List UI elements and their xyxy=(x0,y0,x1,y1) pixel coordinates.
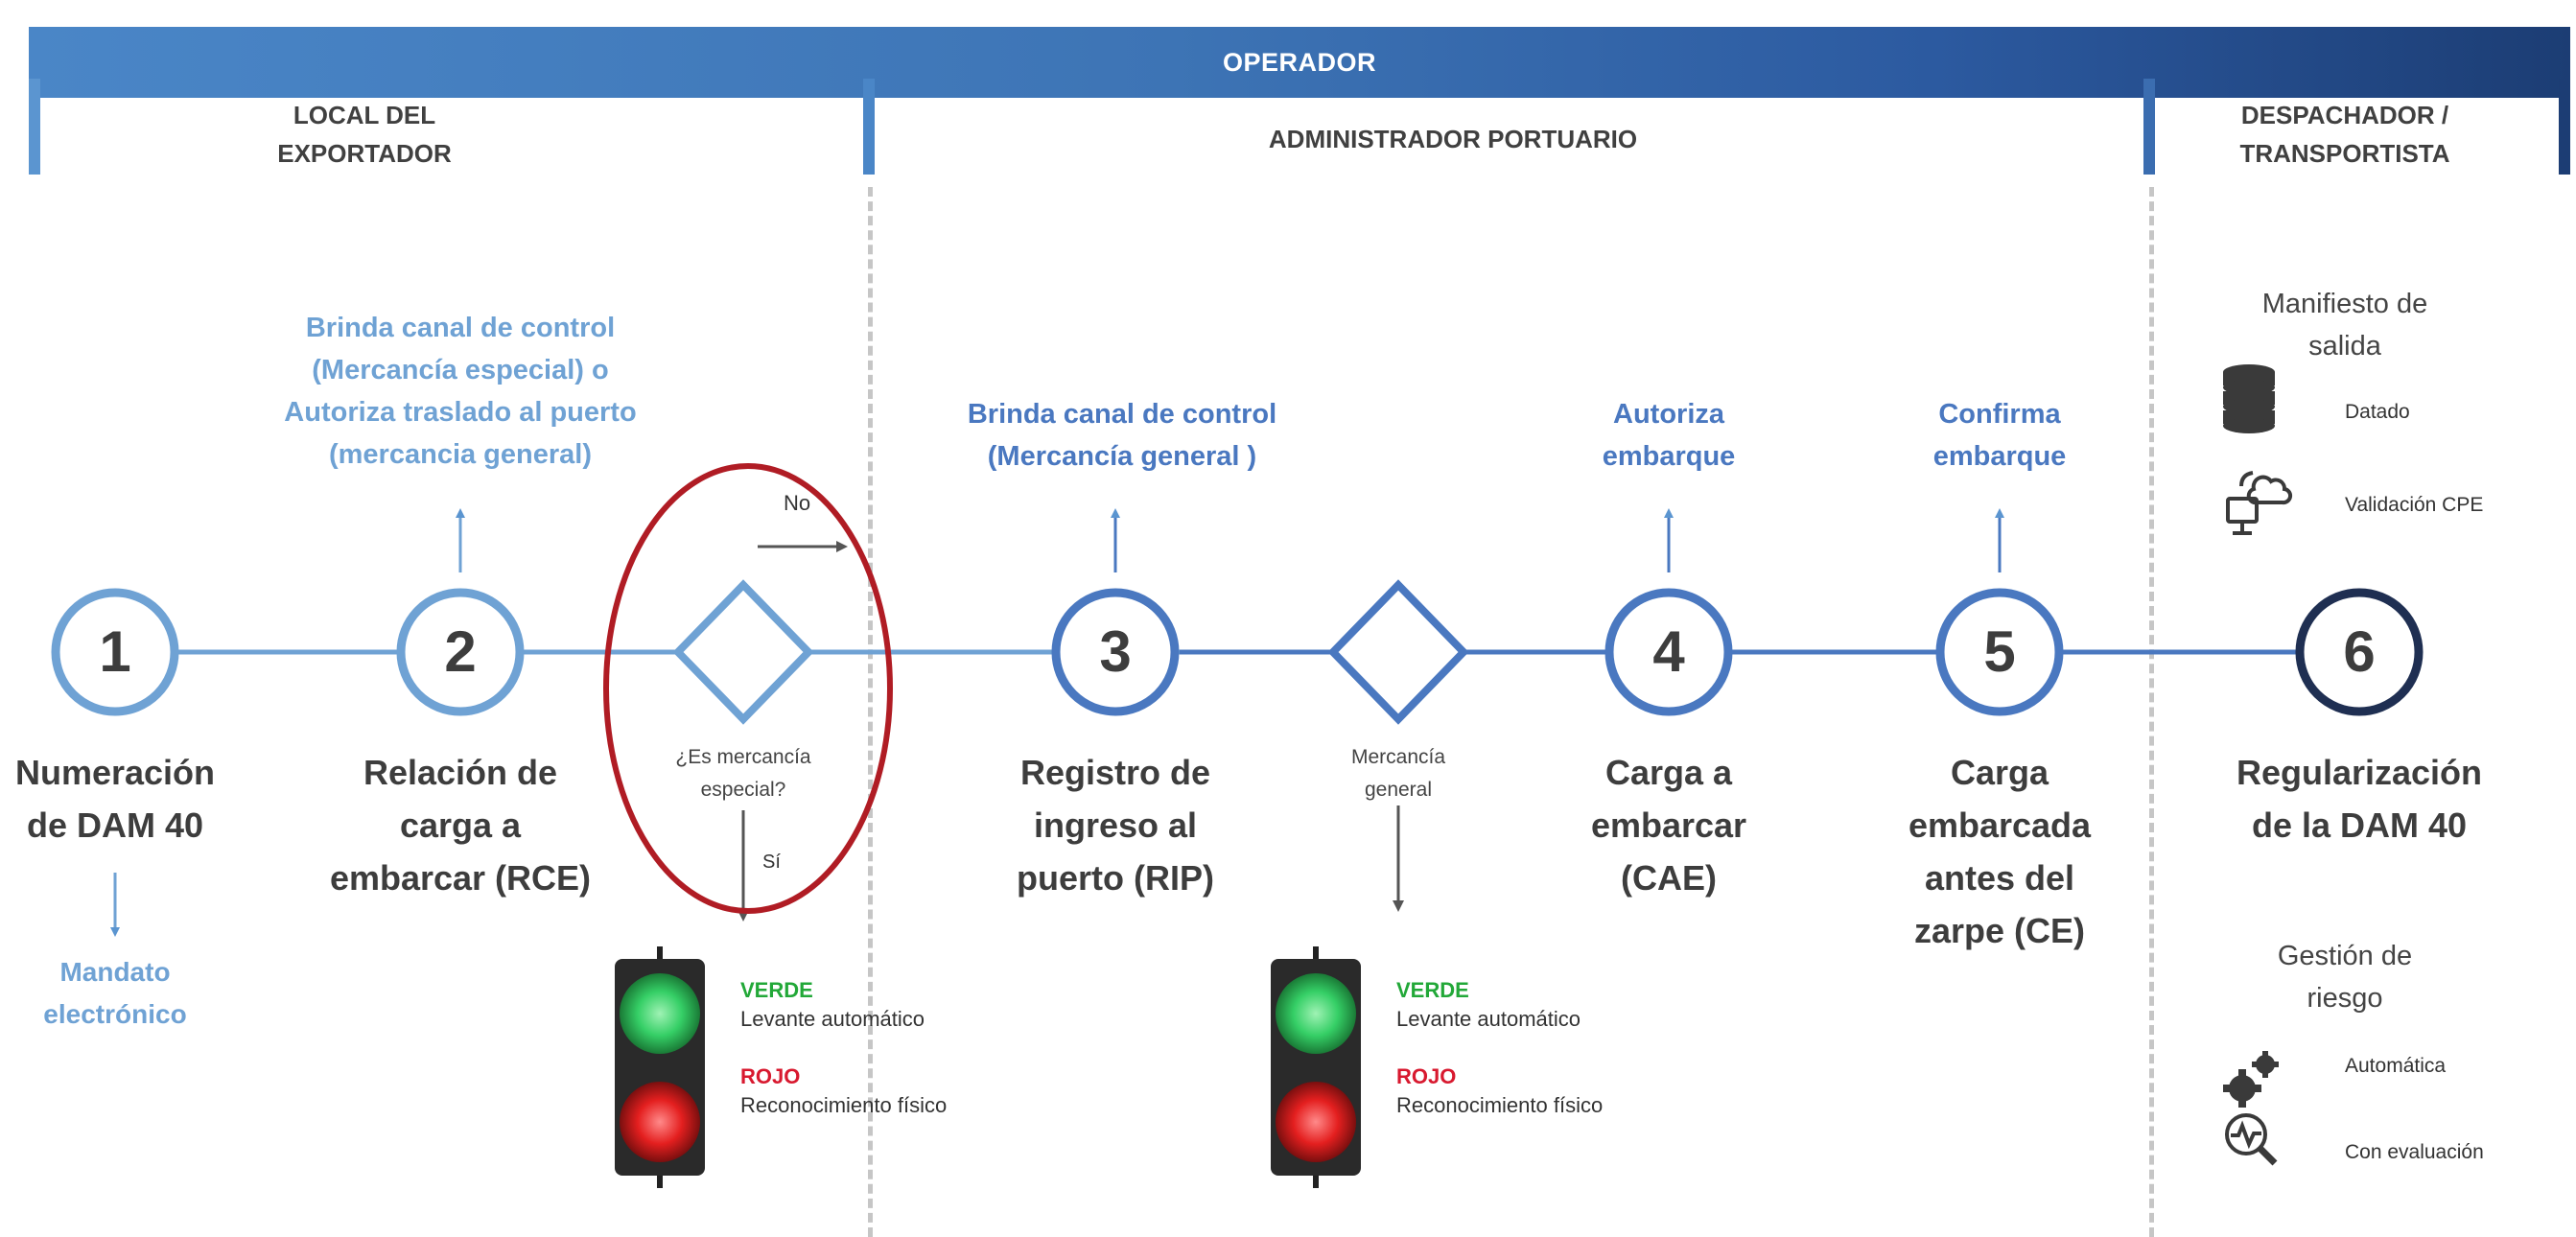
step-3-note: Brinda canal de control (Mercancía gener… xyxy=(967,399,1277,472)
computer-cloud-icon xyxy=(2226,471,2293,535)
header-local-exportador: LOCAL DEL EXPORTADOR xyxy=(277,101,452,168)
database-icon xyxy=(2223,364,2275,433)
step-1-circle xyxy=(51,588,179,716)
step-5-title: Carga embarcada antes del zarpe (CE) xyxy=(1908,753,2092,950)
section-divider-port-right xyxy=(2143,79,2155,175)
verde-label-2: VERDE xyxy=(1396,978,1469,1002)
manifiesto-title: Manifiesto de salida xyxy=(2261,289,2428,362)
step-1-number: 1 xyxy=(99,619,131,684)
traffic-light-1-labels: VERDE Levante automático ROJO Reconocimi… xyxy=(740,978,990,1122)
datado-label: Datado xyxy=(2345,401,2410,423)
header-administrador-portuario: ADMINISTRADOR PORTUARIO xyxy=(1268,125,1638,153)
search-pulse-icon xyxy=(2225,1113,2278,1166)
step-5-circle xyxy=(1935,588,2064,716)
operator-banner: OPERADOR xyxy=(29,27,2570,98)
verde-desc-2: Levante automático xyxy=(1396,1007,1581,1031)
decision-1-question: ¿Es mercancía especial? xyxy=(675,746,811,801)
step-4-note: Autoriza embarque xyxy=(1602,399,1736,472)
step-6-circle xyxy=(2295,588,2424,716)
section-divider-port-left xyxy=(863,79,875,175)
verde-label-1: VERDE xyxy=(740,978,813,1002)
rojo-desc-1: Reconocimiento físico xyxy=(740,1093,948,1117)
step-5-number: 5 xyxy=(1983,619,2016,684)
highlight-ellipse xyxy=(603,463,893,914)
validacion-label: Validación CPE xyxy=(2345,494,2484,516)
step-1-note: Mandato electrónico xyxy=(43,957,187,1029)
traffic-light-2 xyxy=(1271,946,1361,1188)
rojo-desc-2: Reconocimiento físico xyxy=(1396,1093,1604,1117)
section-divider-left xyxy=(29,79,40,175)
step-3-number: 3 xyxy=(1099,619,1132,684)
step-2-number: 2 xyxy=(444,619,477,684)
step-4-number: 4 xyxy=(1652,619,1685,684)
traffic-light-2-labels: VERDE Levante automático ROJO Reconocimi… xyxy=(1396,978,1646,1122)
step-1-title: Numeración de DAM 40 xyxy=(14,753,216,845)
header-despachador: DESPACHADOR / TRANSPORTISTA xyxy=(2239,101,2450,168)
step-4-title: Carga a embarcar (CAE) xyxy=(1590,753,1747,898)
operator-title: OPERADOR xyxy=(1222,47,1376,77)
verde-desc-1: Levante automático xyxy=(740,1007,925,1031)
step-3-title: Registro de ingreso al puerto (RIP) xyxy=(1017,753,1214,898)
step-4-circle xyxy=(1604,588,1733,716)
dashed-separator-1 xyxy=(868,187,873,1237)
rojo-label-1: ROJO xyxy=(740,1064,801,1088)
automatica-label: Automática xyxy=(2345,1055,2447,1077)
evaluacion-label: Con evaluación xyxy=(2345,1141,2484,1163)
rojo-label-2: ROJO xyxy=(1396,1064,1457,1088)
step-6-number: 6 xyxy=(2343,619,2376,684)
step-6-title: Regularización de la DAM 40 xyxy=(2236,753,2483,845)
step-2-note: Brinda canal de control (Mercancía espec… xyxy=(284,313,637,470)
gears-icon xyxy=(2223,1051,2279,1108)
decision-diamond-2 xyxy=(1327,579,1469,725)
section-divider-right xyxy=(2559,79,2570,175)
si-label: Sí xyxy=(762,852,781,873)
traffic-light-1 xyxy=(615,946,705,1188)
step-5-note: Confirma embarque xyxy=(1932,399,2067,472)
no-label: No xyxy=(783,491,811,515)
dashed-separator-2 xyxy=(2149,187,2154,1237)
gestion-title: Gestión de riesgo xyxy=(2277,941,2413,1014)
decision-2-label: Mercancía general xyxy=(1350,746,1446,801)
step-2-circle xyxy=(396,588,525,716)
step-3-circle xyxy=(1051,588,1180,716)
step-2-title: Relación de carga a embarcar (RCE) xyxy=(329,753,592,898)
decision-diamond-1 xyxy=(672,579,814,725)
